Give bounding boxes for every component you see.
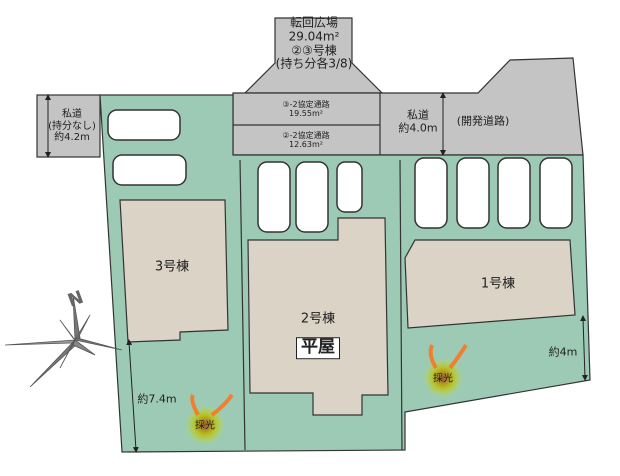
sunlight-glow-right — [423, 358, 463, 398]
sunlight-label-right: 採光 — [433, 373, 453, 385]
compass-icon — [4, 294, 123, 388]
road-right-note: (開発道路) — [456, 114, 510, 128]
road-right-name: 私道 — [407, 108, 429, 122]
road-right-width: 約4.0m — [398, 121, 438, 134]
easement3-area: 19.55m² — [289, 109, 323, 118]
turnaround-label: 転回広場 29.04m² ②③号棟 (持ち分各3/8) — [276, 16, 353, 71]
sunlight-label-left: 採光 — [195, 420, 215, 432]
sunlight-arrows — [190, 343, 468, 417]
building-1-label: 1号棟 — [480, 276, 516, 292]
easement3-name: ③-2協定通路 — [282, 99, 330, 109]
easement3-label: ③-2協定通路 19.55m² — [282, 100, 329, 118]
dimension-right: 約4m — [548, 345, 578, 359]
road-right-label: 私道 約4.0m — [398, 109, 437, 134]
parking-cars — [107, 109, 573, 233]
easement2-area: 12.63m² — [289, 140, 323, 149]
turnaround-share: (持ち分各3/8) — [275, 56, 353, 71]
road-left-note: (持分なし) — [48, 120, 96, 132]
building-2-label: 2号棟 — [300, 311, 336, 327]
building-1 — [404, 239, 576, 329]
road-left-label: 私道 (持分なし) 約4.2m — [48, 109, 96, 144]
turnaround-title: 転回広場 — [289, 15, 338, 30]
road-left-name: 私道 — [62, 108, 82, 120]
road-left-width: 約4.2m — [54, 131, 90, 143]
easement2-name: ②-2協定通路 — [282, 130, 330, 140]
single-story-badge: 平屋 — [296, 337, 340, 359]
building-3-label: 3号棟 — [154, 259, 190, 275]
dimension-left: 約7.4m — [137, 392, 177, 406]
building-2 — [247, 217, 389, 416]
turnaround-area-value: 29.04m² — [288, 29, 340, 44]
turnaround-units: ②③号棟 — [291, 43, 337, 57]
easement2-label: ②-2協定通路 12.63m² — [282, 131, 329, 149]
